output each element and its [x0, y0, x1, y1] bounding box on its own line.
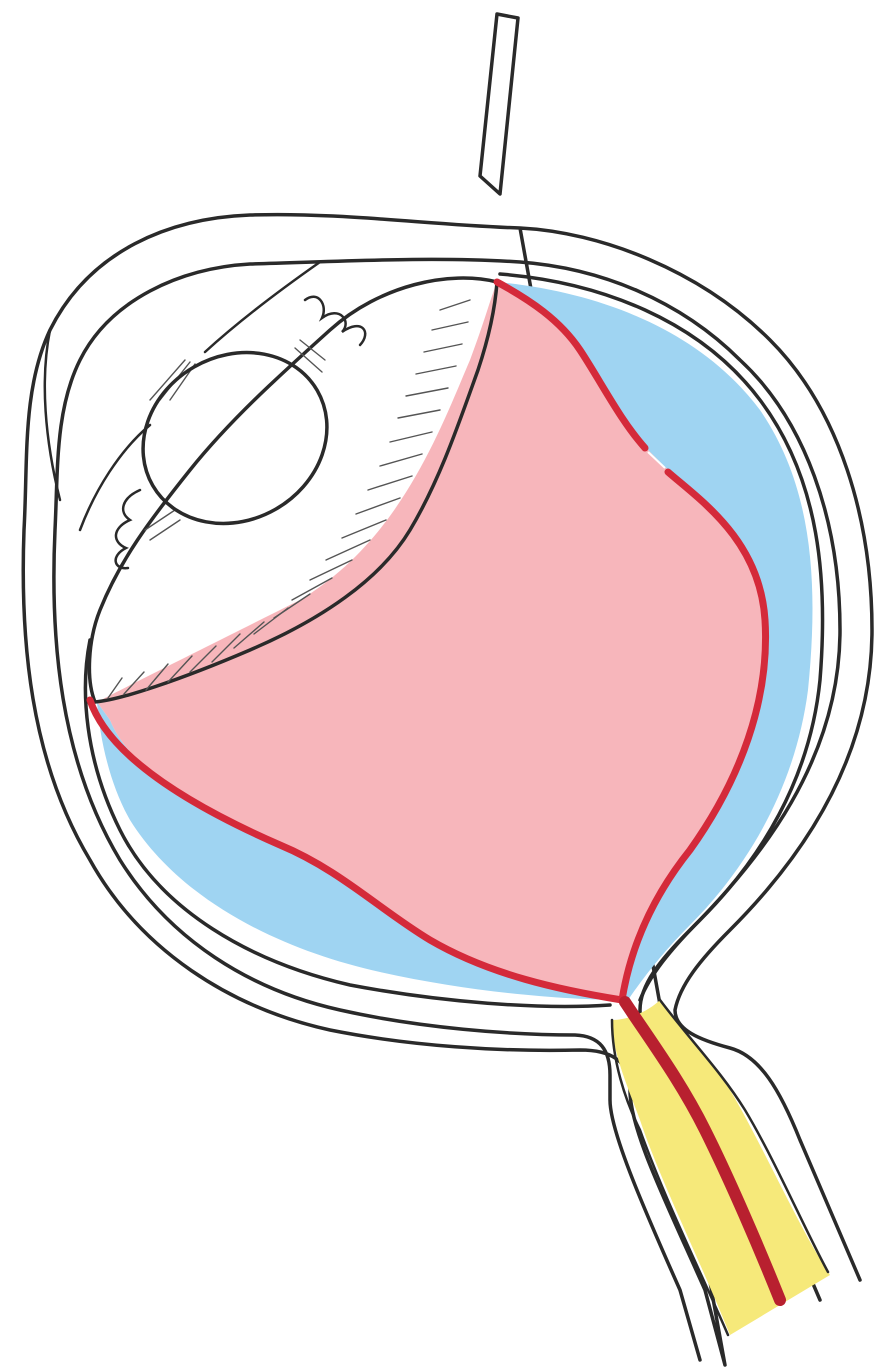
instrument-needle	[480, 14, 518, 194]
